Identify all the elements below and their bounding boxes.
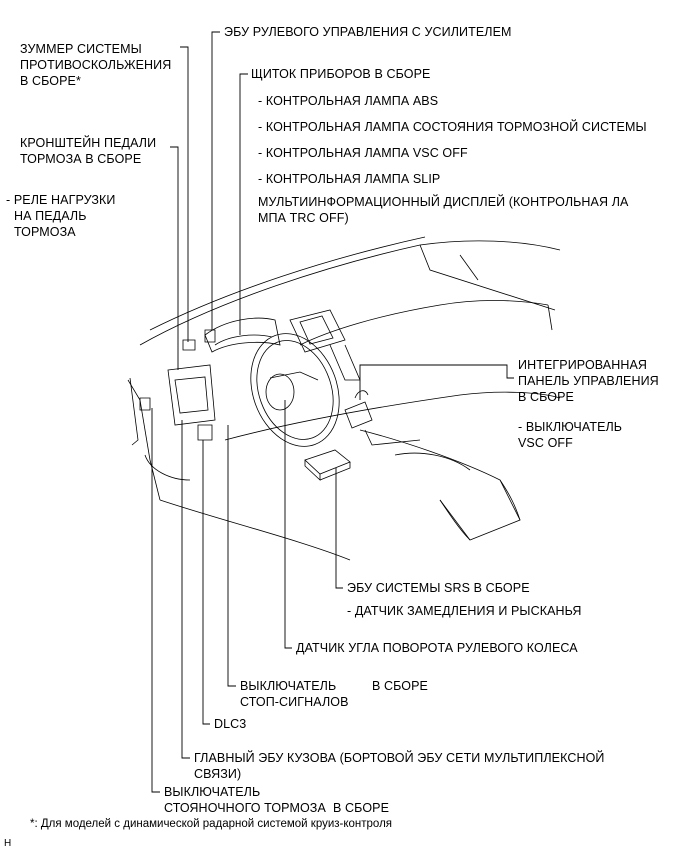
- label-parking-switch-line2: СТОЯНОЧНОГО ТОРМОЗА В СБОРЕ: [164, 801, 390, 815]
- label-stop-switch-line2: СТОП-СИГНАЛОВ: [240, 695, 349, 709]
- leader-lines: [151, 31, 514, 793]
- label-vsc-switch-line2: VSC OFF: [518, 436, 573, 450]
- label-stop-switch-line1: ВЫКЛЮЧАТЕЛЬ В СБОРЕ: [240, 679, 428, 693]
- label-pedal-bracket-line2: ТОРМОЗА В СБОРЕ: [20, 152, 142, 166]
- label-yaw-sensor: - ДАТЧИК ЗАМЕДЛЕНИЯ И РЫСКАНЬЯ: [347, 604, 582, 618]
- label-abs-lamp: - КОНТРОЛЬНАЯ ЛАМПА ABS: [258, 94, 439, 108]
- label-brake-lamp: - КОНТРОЛЬНАЯ ЛАМПА СОСТОЯНИЯ ТОРМОЗНОЙ …: [258, 120, 647, 134]
- label-body-ecu-line1: ГЛАВНЫЙ ЭБУ КУЗОВА (БОРТОВОЙ ЭБУ СЕТИ МУ…: [194, 751, 605, 765]
- label-relay-line2: НА ПЕДАЛЬ: [14, 209, 87, 223]
- label-buzzer-line3: В СБОРЕ*: [20, 74, 81, 88]
- label-integrated-panel-line3: В СБОРЕ: [518, 390, 574, 404]
- corner-mark: H: [4, 838, 12, 849]
- label-vsc-switch-line1: - ВЫКЛЮЧАТЕЛЬ: [518, 420, 623, 434]
- label-relay-line1: - РЕЛЕ НАГРУЗКИ: [6, 193, 116, 207]
- label-pedal-bracket-line1: КРОНШТЕЙН ПЕДАЛИ: [20, 136, 157, 150]
- label-integrated-panel-line2: ПАНЕЛЬ УПРАВЛЕНИЯ: [518, 374, 659, 388]
- label-vsc-off-lamp: - КОНТРОЛЬНАЯ ЛАМПА VSC OFF: [258, 146, 468, 160]
- label-integrated-panel-line1: ИНТЕГРИРОВАННАЯ: [518, 358, 648, 372]
- label-dlc3: DLC3: [214, 717, 247, 731]
- label-buzzer-line1: ЗУММЕР СИСТЕМЫ: [20, 42, 142, 56]
- label-body-ecu-line2: СВЯЗИ): [194, 767, 242, 781]
- label-multi-display-line1: МУЛЬТИИНФОРМАЦИОННЫЙ ДИСПЛЕЙ (КОНТРОЛЬНА…: [258, 195, 629, 209]
- label-power-steering-ecu: ЭБУ РУЛЕВОГО УПРАВЛЕНИЯ С УСИЛИТЕЛЕМ: [224, 25, 512, 39]
- label-relay-line3: ТОРМОЗА: [14, 225, 76, 239]
- footnote: *: Для моделей с динамической радарной с…: [30, 818, 393, 830]
- label-slip-lamp: - КОНТРОЛЬНАЯ ЛАМПА SLIP: [258, 172, 441, 186]
- label-combination-meter: ЩИТОК ПРИБОРОВ В СБОРЕ: [251, 67, 431, 81]
- label-parking-switch-line1: ВЫКЛЮЧАТЕЛЬ: [164, 785, 261, 799]
- label-buzzer-line2: ПРОТИВОСКОЛЬЖЕНИЯ: [20, 58, 172, 72]
- dashboard-illustration: [127, 236, 561, 561]
- label-steering-angle-sensor: ДАТЧИК УГЛА ПОВОРОТА РУЛЕВОГО КОЛЕСА: [296, 641, 578, 655]
- label-srs-ecu: ЭБУ СИСТЕМЫ SRS В СБОРЕ: [347, 581, 530, 595]
- label-multi-display-line2: МПА TRC OFF): [258, 211, 349, 225]
